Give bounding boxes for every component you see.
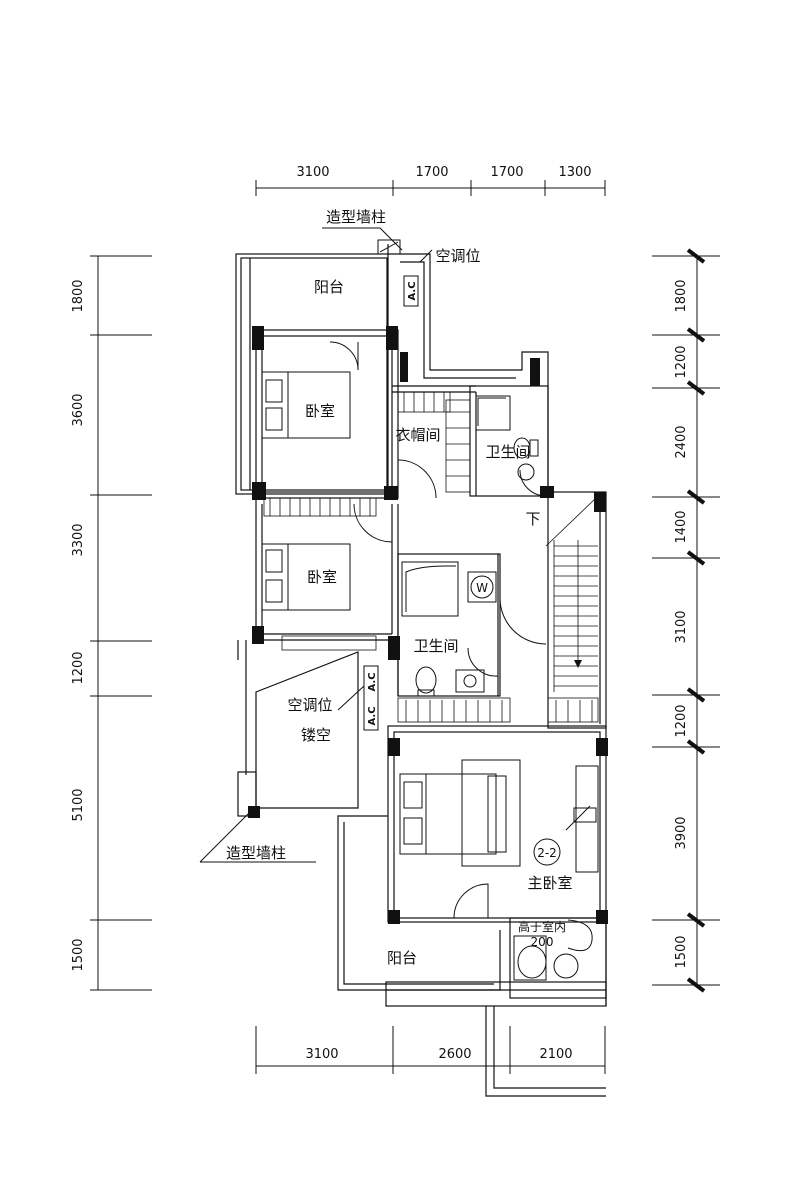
bath-fixtures-mid (401, 561, 497, 697)
staircase (545, 497, 598, 692)
right-dimension-line (652, 255, 720, 986)
ac-unit-mid: A.C A.C (363, 665, 379, 731)
room-label-bathroom-2: 卫生间 (413, 637, 458, 655)
ac-position-label-top: 空调位 (435, 247, 480, 265)
bath-fixtures-top (475, 395, 539, 481)
ac-position-label-mid: 空调位 (287, 696, 332, 714)
ac-tag-mid-2: A.C (367, 706, 378, 725)
room-label-bedroom-2: 卧室 (307, 568, 337, 586)
room-label-balcony-bottom: 阳台 (387, 949, 417, 967)
wall-columns (248, 326, 608, 924)
stair-arrow-icon (574, 660, 582, 668)
tv-cabinet (565, 765, 599, 873)
wall-column-label-bottom: 造型墙柱 (226, 844, 286, 862)
left-dim-4: 1200 (71, 651, 86, 684)
right-dim-2: 1200 (674, 345, 689, 378)
bed-bedroom-2 (261, 543, 351, 611)
bed-master (399, 759, 521, 867)
top-dim-3: 1700 (490, 165, 523, 180)
room-label-cloakroom: 衣帽间 (395, 426, 440, 444)
right-dimension-ticks (686, 248, 706, 993)
room-label-bedroom-1: 卧室 (305, 402, 335, 420)
top-dim-2: 1700 (415, 165, 448, 180)
right-dim-8: 1500 (674, 935, 689, 968)
top-dim-1: 3100 (296, 165, 329, 180)
leader-lines (199, 227, 433, 863)
wardrobe-hatching (269, 392, 593, 722)
ac-tag-top: A.C (407, 281, 418, 300)
room-label-master-bedroom: 主卧室 (527, 874, 572, 892)
bottom-dim-3: 2100 (539, 1047, 572, 1062)
left-dim-5: 5100 (71, 788, 86, 821)
top-dimension-line (255, 180, 606, 196)
bed-bedroom-1 (261, 371, 351, 439)
ac-unit-top: A.C (403, 275, 419, 307)
right-dim-7: 3900 (674, 816, 689, 849)
right-dim-1: 1800 (674, 279, 689, 312)
left-dim-3: 3300 (71, 523, 86, 556)
section-mark: 2-2 (537, 846, 557, 860)
bottom-dimension-line (255, 1026, 606, 1074)
right-dim-4: 1400 (674, 510, 689, 543)
wall-column-label-top: 造型墙柱 (326, 208, 386, 226)
raised-note-label: 高于室内 (518, 919, 566, 934)
right-dim-6: 1200 (674, 704, 689, 737)
doors (329, 341, 547, 919)
room-label-bathroom-1: 卫生间 (485, 443, 530, 461)
ac-tag-mid-1: A.C (367, 672, 378, 691)
bottom-dim-1: 3100 (305, 1047, 338, 1062)
right-dim-5: 3100 (674, 610, 689, 643)
section-mark-circle (533, 838, 561, 866)
left-dim-1: 1800 (71, 279, 86, 312)
room-label-void: 镂空 (301, 726, 331, 744)
left-dim-6: 1500 (71, 938, 86, 971)
top-dim-4: 1300 (558, 165, 591, 180)
washer-icon: W (476, 581, 488, 595)
room-label-balcony-top: 阳台 (314, 278, 344, 296)
stairs-down-label: 下 (525, 510, 540, 528)
raised-note-value: 200 (531, 935, 554, 949)
left-dim-2: 3600 (71, 393, 86, 426)
column-top-decor (377, 239, 401, 255)
left-dimension-line (90, 255, 152, 991)
right-dim-3: 2400 (674, 425, 689, 458)
bath-fixtures-bottom (513, 919, 593, 981)
bottom-dim-2: 2600 (438, 1047, 471, 1062)
